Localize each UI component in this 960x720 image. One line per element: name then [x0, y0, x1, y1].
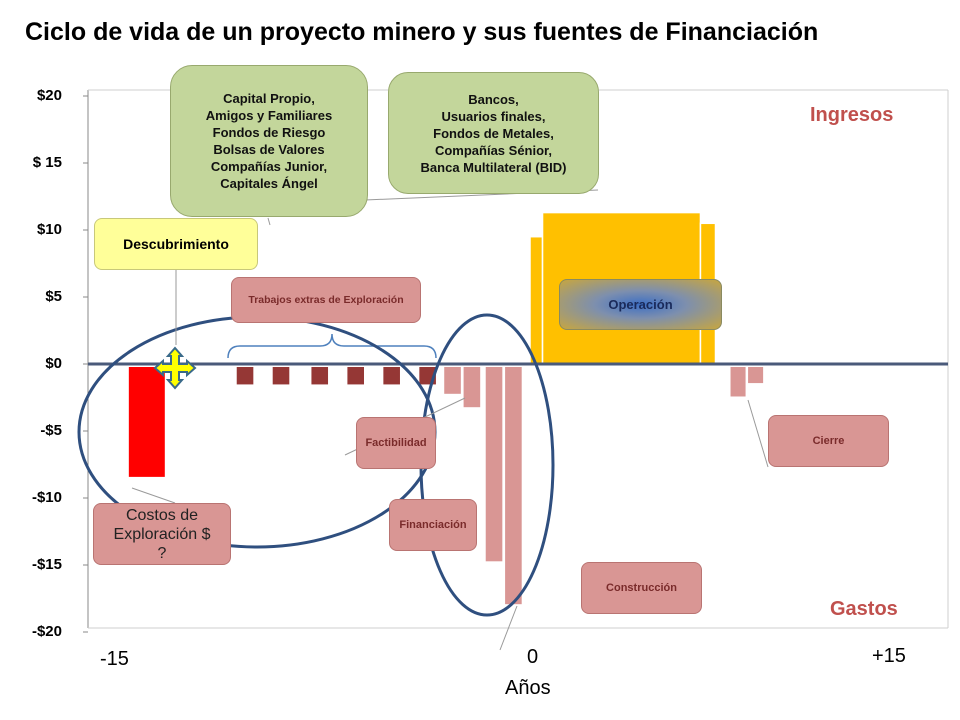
construccion-callout: Construcción	[581, 562, 702, 614]
ingresos-label: Ingresos	[810, 104, 894, 126]
bar	[128, 367, 165, 477]
factibilidad-callout: Factibilidad	[356, 417, 436, 469]
x-tick-label: +15	[872, 645, 906, 667]
bar	[347, 367, 364, 385]
bar	[463, 367, 481, 408]
x-axis-label: Años	[505, 677, 551, 699]
bar	[311, 367, 329, 385]
gastos-label: Gastos	[830, 598, 898, 620]
bancos-callout: Bancos, Usuarios finales, Fondos de Meta…	[388, 72, 599, 194]
bar	[748, 367, 764, 384]
y-tick-label: $10	[36, 221, 62, 238]
y-tick-label: -$10	[31, 489, 62, 506]
y-tick-label: $5	[45, 288, 62, 305]
discovery-marker-icon	[153, 346, 197, 390]
bar	[236, 367, 254, 385]
trabajos-exploracion-callout: Trabajos extras de Exploración	[231, 277, 421, 323]
bar	[444, 367, 461, 394]
chart-title: Ciclo de vida de un proyecto minero y su…	[25, 18, 819, 46]
y-tick-label: $ 15	[32, 154, 62, 171]
capital-propio-callout: Capital Propio, Amigos y Familiares Fond…	[170, 65, 368, 217]
bar	[272, 367, 290, 385]
operacion-callout: Operación	[559, 279, 722, 330]
connector-line	[499, 605, 518, 651]
y-tick-label: -$5	[40, 422, 62, 439]
bar	[505, 367, 522, 605]
y-tick-label: -$20	[31, 623, 62, 640]
x-tick-label: 0	[527, 646, 539, 668]
connector-line	[747, 399, 769, 468]
financiacion-callout: Financiación	[389, 499, 477, 551]
y-tick-label: $20	[36, 87, 62, 104]
bar	[485, 367, 503, 562]
x-tick-label: -15	[100, 648, 129, 670]
bar	[730, 367, 746, 397]
descubrimiento-callout: Descubrimiento	[94, 218, 258, 270]
costos-exploracion-callout: Costos de Exploración $ ?	[93, 503, 231, 565]
bar	[529, 235, 544, 365]
y-tick-label: -$15	[31, 556, 62, 573]
bar	[383, 367, 400, 385]
connector-line	[267, 217, 271, 226]
cierre-callout: Cierre	[768, 415, 889, 467]
connector-line	[131, 487, 176, 504]
exploration-brace	[227, 333, 437, 359]
y-tick-label: $0	[45, 355, 62, 372]
